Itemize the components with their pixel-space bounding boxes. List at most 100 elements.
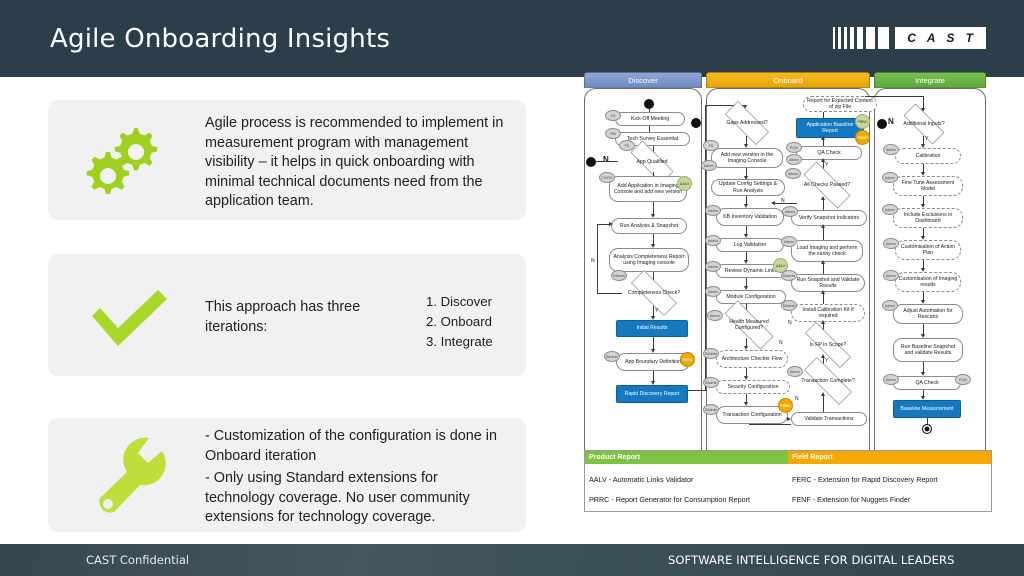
- node-update-config-settings[interactable]: Update Config Settings & Run Analysis: [711, 179, 785, 196]
- node-baseline-measurement[interactable]: Baseline Measurement: [893, 400, 961, 418]
- connector: [653, 234, 654, 246]
- extension-badge-prrc: PRRC: [778, 398, 793, 413]
- node-install-calibration-kit[interactable]: Install Calibration Kit if required: [791, 304, 865, 322]
- node-validate-transactions[interactable]: Validate Transactions: [791, 412, 867, 426]
- logo-bar-icon: [878, 27, 890, 49]
- node-architecture-checker-flow[interactable]: Architecture Checker Flow: [716, 350, 788, 368]
- connector: [746, 168, 747, 178]
- list-item: 2. Onboard: [426, 314, 492, 329]
- node-kick-off-meeting[interactable]: Kick-Off Meeting: [615, 112, 685, 126]
- node-qa-check-integrate[interactable]: QA Check: [893, 376, 961, 390]
- connector: [823, 160, 824, 172]
- arrow-icon: [743, 105, 747, 109]
- arrow-icon: [821, 354, 825, 358]
- node-rapid-discovery-report[interactable]: Rapid Discovery Report: [616, 385, 688, 403]
- decision-completeness-check[interactable]: Completeness Check?: [621, 270, 687, 316]
- decision-label: Transaction Complete?: [801, 377, 855, 384]
- node-load-imaging-sanity-check[interactable]: Load Imaging and perform the sanity chec…: [791, 240, 863, 262]
- decision-all-checks-passed[interactable]: All Checks Passed?: [793, 161, 861, 209]
- node-calibration[interactable]: Calibration: [895, 148, 961, 164]
- edge-label-yes: Y: [825, 358, 829, 364]
- node-transaction-configuration[interactable]: Transaction Configuration: [716, 406, 788, 424]
- node-log-validation[interactable]: Log Validation: [716, 238, 784, 252]
- role-badge: FD: [619, 140, 635, 151]
- node-add-new-version-imaging-console[interactable]: Add new version in the Imaging Console: [711, 148, 783, 168]
- arrow-icon: [921, 372, 925, 376]
- node-customisation-imaging-results[interactable]: Customisation of Imaging results: [895, 272, 961, 292]
- connector: [653, 371, 654, 383]
- start-node: [644, 99, 654, 109]
- role-badge: SAdmin: [703, 348, 719, 359]
- decision-label: All Checks Passed?: [803, 181, 851, 188]
- node-qa-check-onboard[interactable]: QA Check: [796, 146, 862, 160]
- node-run-analysis-snapshot[interactable]: Run Analysis & Snapshot: [611, 218, 687, 234]
- connector: [649, 126, 650, 136]
- edge-label-no: N: [603, 155, 609, 164]
- edge-label-yes: Y: [825, 162, 829, 168]
- node-run-snapshot-validate-results[interactable]: Run Snapshot and Validate Results: [791, 274, 865, 292]
- arrow-icon: [744, 376, 748, 380]
- node-security-configuration[interactable]: Security Configuration: [716, 380, 790, 394]
- connector: [597, 224, 611, 225]
- connector: [653, 306, 654, 318]
- node-app-boundary-definition[interactable]: App Boundary Definition: [616, 353, 690, 371]
- decision-app-qualified[interactable]: App Qualified: [621, 140, 683, 184]
- node-include-exclusions-dashboard[interactable]: Include Exclusions in Dashboard: [893, 208, 963, 228]
- node-report-expected-zip-content[interactable]: Report for Expected Content of zip File: [803, 96, 877, 112]
- connector: [596, 161, 618, 162]
- decision-transaction-complete[interactable]: Transaction Complete?: [793, 357, 863, 405]
- arrow-icon: [744, 234, 748, 238]
- connector: [653, 337, 654, 351]
- connector: [746, 226, 747, 236]
- decision-label: App Qualified: [636, 158, 668, 165]
- connector-lane-cross: [705, 105, 706, 390]
- role-badge: Admin: [883, 238, 899, 249]
- decision-is-fp-in-scope[interactable]: Is FP in Scope?: [793, 322, 863, 368]
- node-adjust-automation-rescans[interactable]: Adjust Automation for Rescans: [893, 304, 963, 324]
- role-badge: Admin: [781, 236, 797, 247]
- arrow-icon: [821, 260, 825, 264]
- node-fine-tune-assessment-model[interactable]: Fine Tune Assessment Model: [893, 176, 963, 196]
- arrow-icon: [921, 396, 925, 400]
- legend-row: FERC - Extension for Rapid Discovery Rep…: [792, 475, 938, 484]
- node-initial-results[interactable]: Initial Results: [616, 320, 688, 337]
- role-badge: Admin: [883, 374, 899, 385]
- connector: [823, 292, 824, 304]
- role-badge: Admin: [883, 144, 899, 155]
- decision-gaps-addressed[interactable]: Gaps Addressed?: [716, 101, 778, 145]
- logo-bar-icon: [838, 27, 842, 49]
- role-badge: SAdmin: [781, 270, 797, 281]
- role-badge: SAdmin: [781, 300, 797, 311]
- decision-additional-inputs[interactable]: Additional Inputs?: [895, 103, 953, 145]
- node-kb-inventory-validation[interactable]: KB Inventory Validation: [716, 208, 784, 226]
- node-verify-snapshot-indicators[interactable]: Verify Snapshot Indicators: [791, 210, 867, 226]
- decision-health-measured-configured[interactable]: Health Measured Configured?: [713, 300, 785, 350]
- node-application-baseline-report[interactable]: Application Baseline Report: [796, 118, 864, 138]
- role-badge: SAdmin: [604, 351, 620, 362]
- connector: [923, 164, 924, 174]
- node-analysis-completeness-report[interactable]: Analysis Completeness Report using Imagi…: [609, 248, 689, 272]
- connector: [653, 272, 654, 284]
- insight-card-customization: - Customization of the configuration is …: [48, 418, 526, 532]
- node-add-application-imaging-console[interactable]: Add Application in Imaging Console and a…: [609, 176, 687, 202]
- card-2-text: This approach has three iterations:: [205, 299, 361, 335]
- connector: [923, 228, 924, 238]
- arrow-icon: [921, 300, 925, 304]
- node-customisation-action-plan[interactable]: Customisation of Action Plan: [895, 240, 961, 260]
- legend-row: FENF - Extension for Nuggets Finder: [792, 495, 911, 504]
- list-item: 1. Discover: [426, 294, 492, 309]
- flow-terminator: [586, 157, 596, 167]
- node-run-baseline-snapshot[interactable]: Run Baseline Snapshot and validate Resul…: [893, 338, 963, 362]
- connector: [749, 424, 791, 425]
- connector: [923, 324, 924, 336]
- node-module-configuration[interactable]: Module Configuration: [716, 290, 786, 304]
- edge-label-no: N: [779, 340, 783, 346]
- connector-loop: [597, 224, 598, 293]
- legend-column-product: Product Report AALV - Automatic Links Va…: [585, 451, 788, 511]
- arrow-icon: [821, 224, 825, 228]
- arrow-icon: [921, 144, 925, 148]
- connector-lane-cross: [865, 96, 923, 97]
- arrow-icon: [744, 204, 748, 208]
- arrow-icon: [744, 286, 748, 290]
- arrow-icon: [821, 196, 825, 200]
